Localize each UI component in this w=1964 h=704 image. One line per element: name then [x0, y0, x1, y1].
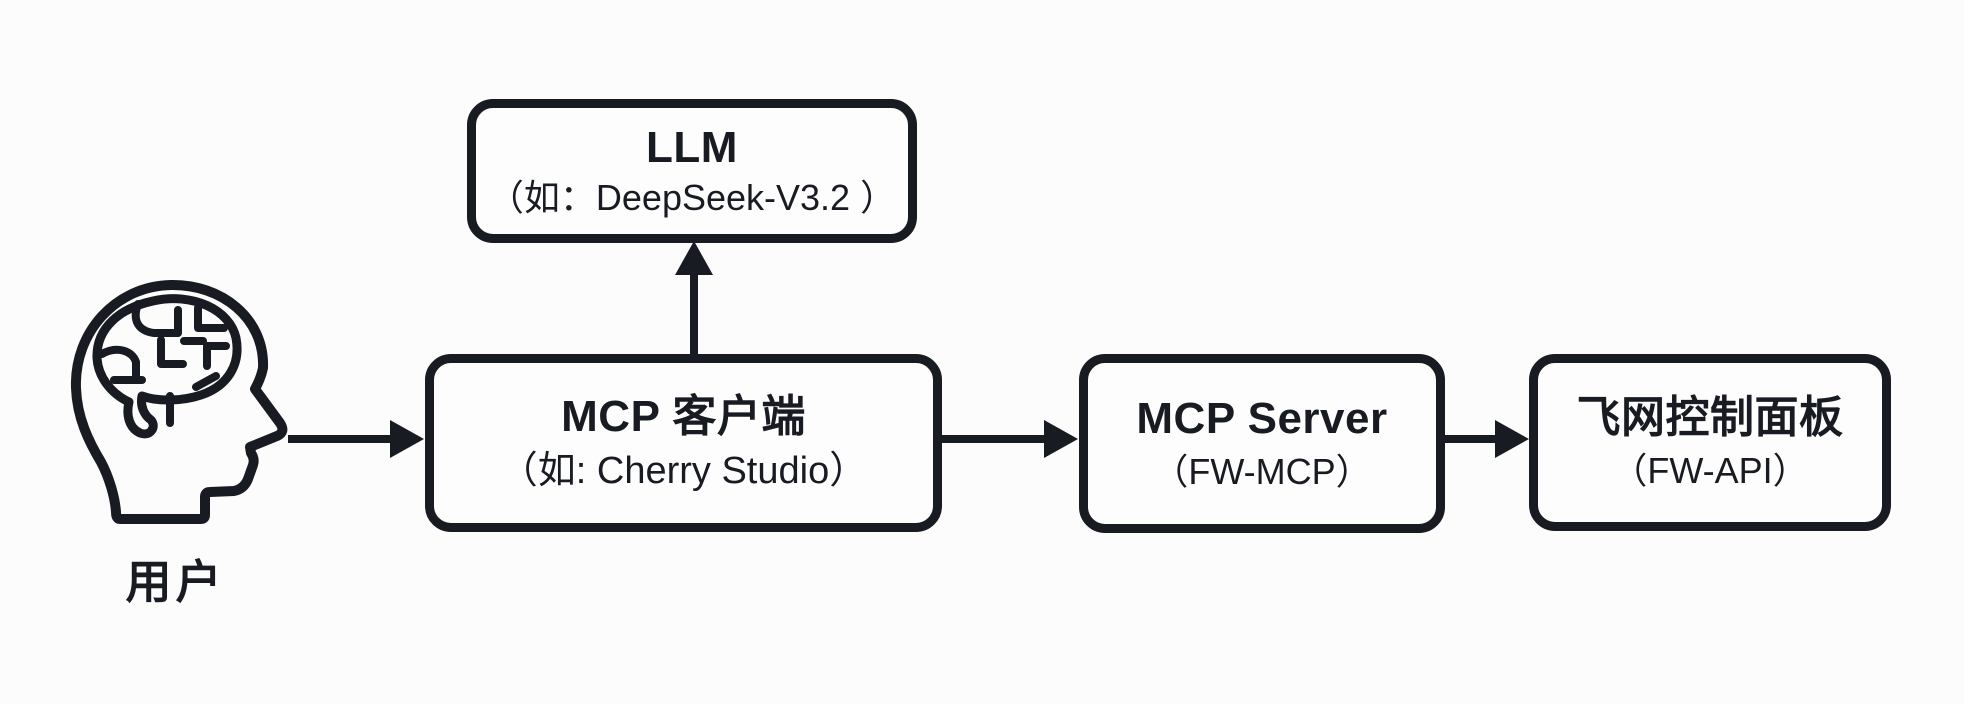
edge-client-to-server-arrowhead-icon: [1044, 420, 1078, 458]
node-mcp-client: MCP 客户端 （如: Cherry Studio）: [425, 354, 942, 532]
node-mcp-client-title: MCP 客户端: [561, 391, 806, 441]
edge-client-to-llm-line: [690, 273, 698, 355]
user-label: 用户: [125, 556, 226, 608]
edge-client-to-llm-arrowhead-icon: [675, 241, 713, 275]
edge-user-to-client-arrowhead-icon: [390, 420, 424, 458]
node-llm-subtitle: （如：DeepSeek-V3.2 ）: [487, 176, 897, 218]
node-llm-title: LLM: [646, 123, 738, 173]
edge-user-to-client-line: [288, 435, 392, 443]
node-control-panel-subtitle: （FW-API）: [1611, 450, 1809, 492]
node-mcp-server-title: MCP Server: [1136, 393, 1388, 443]
node-mcp-client-subtitle: （如: Cherry Studio）: [499, 449, 868, 492]
node-llm: LLM （如：DeepSeek-V3.2 ）: [467, 99, 917, 243]
node-control-panel-title: 飞网控制面板: [1576, 392, 1844, 442]
node-control-panel: 飞网控制面板 （FW-API）: [1529, 354, 1891, 531]
head-with-brain-icon: [70, 279, 288, 524]
node-mcp-server-subtitle: （FW-MCP）: [1152, 451, 1372, 493]
edge-server-to-panel-arrowhead-icon: [1495, 420, 1529, 458]
edge-client-to-server-line: [942, 435, 1046, 443]
edge-server-to-panel-line: [1445, 435, 1497, 443]
node-mcp-server: MCP Server （FW-MCP）: [1079, 354, 1445, 533]
